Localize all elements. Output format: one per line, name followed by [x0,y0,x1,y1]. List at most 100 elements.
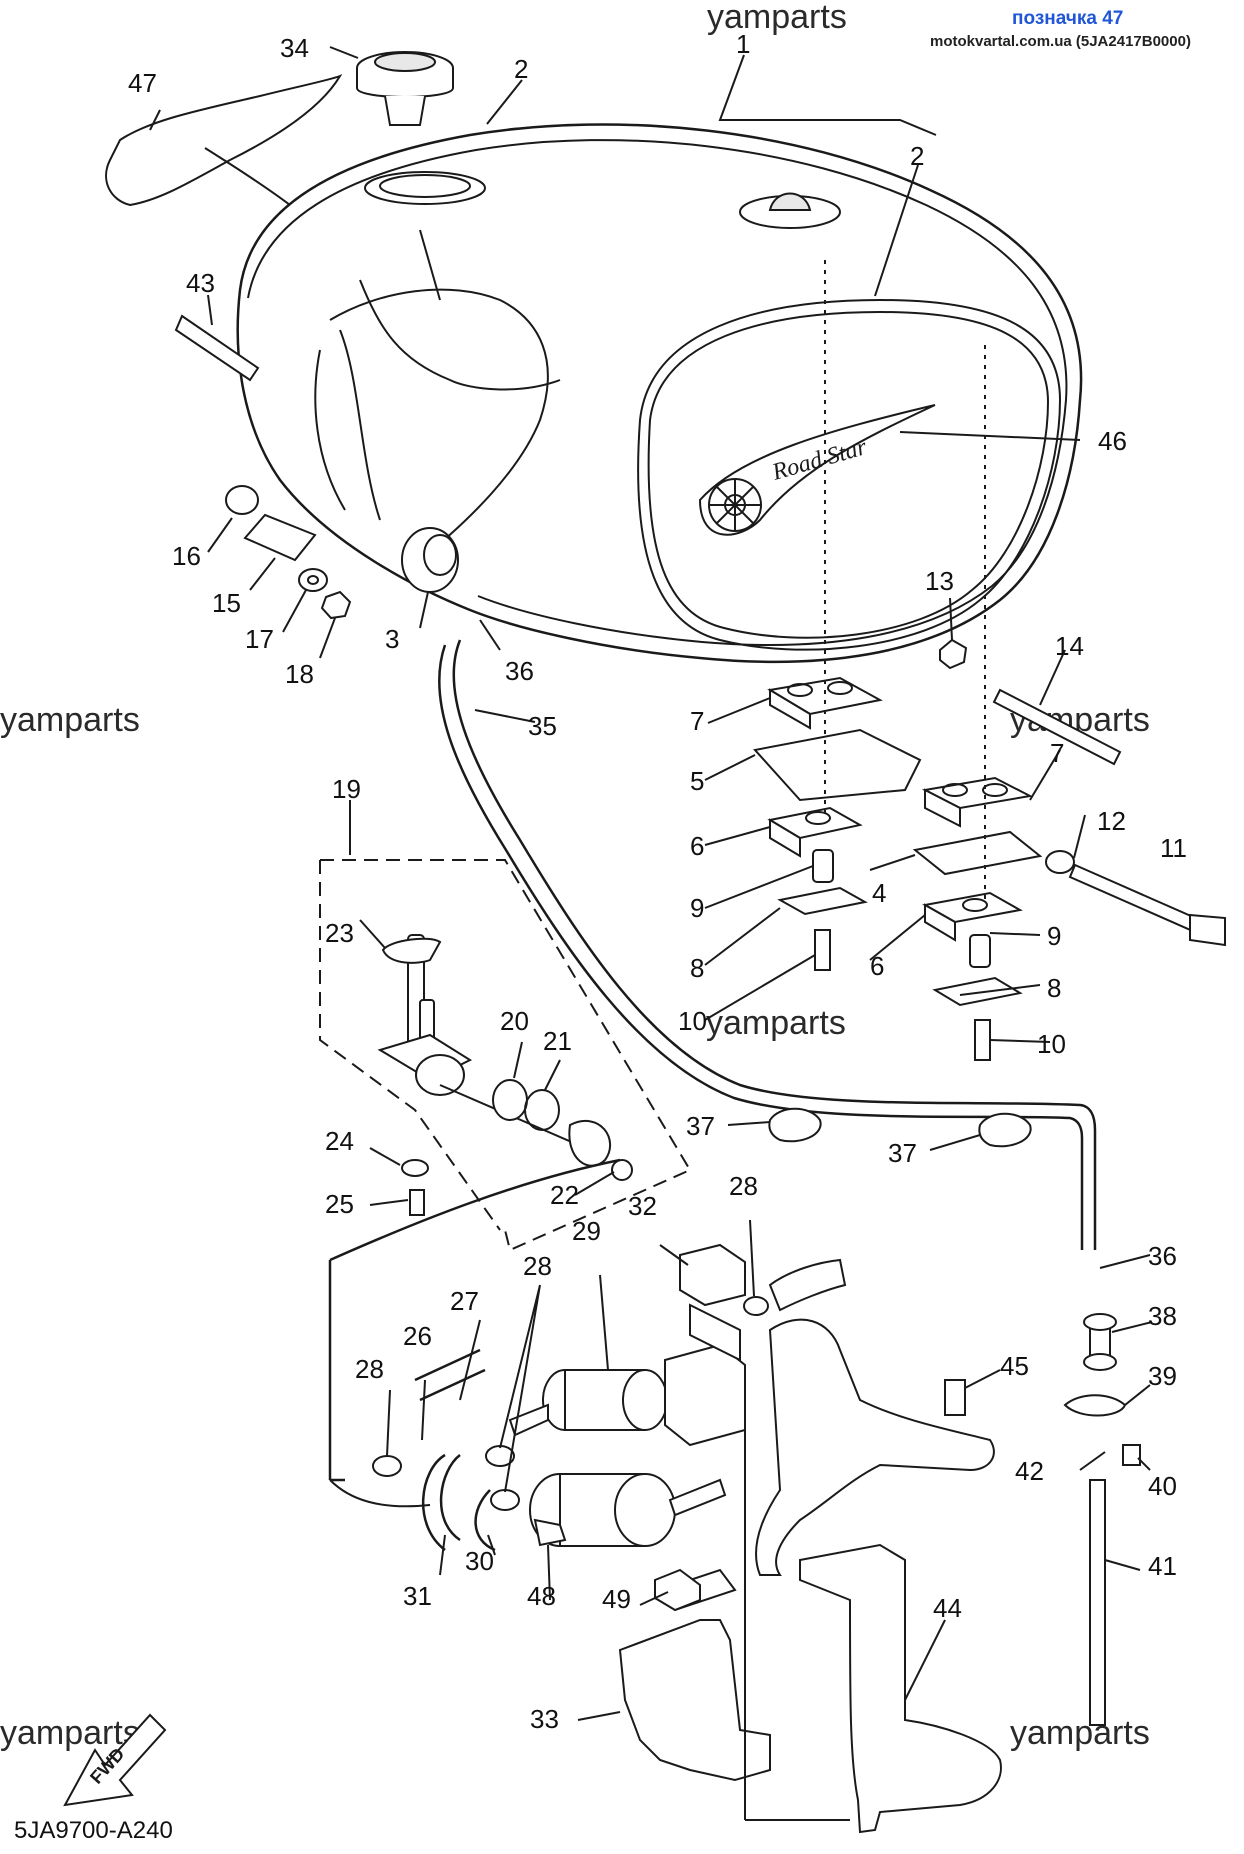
callout-8a: 8 [690,953,704,983]
washer-24 [401,1159,429,1177]
callout-1: 1 [736,29,750,59]
callout-44: 44 [933,1593,962,1623]
fuel-cap-icon [356,51,454,126]
clamp-39 [1063,1394,1127,1417]
callout-15: 15 [212,588,241,618]
callout-17: 17 [245,624,274,654]
callout-24: 24 [325,1126,354,1156]
callout-6a: 6 [690,831,704,861]
mount-stack-right [912,776,1043,1061]
cap-3 [401,527,459,593]
callout-31: 31 [403,1581,432,1611]
bolt-11 [1068,863,1202,934]
callout-29: 29 [572,1216,601,1246]
washer-12 [1045,850,1075,874]
callout-41: 41 [1148,1551,1177,1581]
bolt-45 [944,1379,966,1416]
clamp-37-left [768,1107,822,1143]
watermark: yamparts [1010,1714,1150,1752]
clamp-37-right [978,1112,1032,1148]
callout-2: 2 [514,54,528,84]
washer-17 [298,568,328,592]
callout-30: 30 [465,1546,494,1576]
cover-33 [618,1619,771,1782]
callout-28b: 28 [523,1251,552,1281]
callout-36a: 36 [505,656,534,686]
callout-6b: 6 [870,951,884,981]
callout-34: 34 [280,33,309,63]
screw-40 [1122,1444,1141,1466]
bracket-15 [243,513,317,562]
callout-48: 48 [527,1581,556,1611]
clamp-28-a [372,1455,402,1477]
callout-20: 20 [500,1006,529,1036]
watermark: yamparts [707,0,847,36]
protector-sheet [105,73,343,207]
callout-10a: 10 [678,1006,707,1036]
callout-42: 42 [1015,1456,1044,1486]
callout-22: 22 [550,1180,579,1210]
callout-25: 25 [325,1189,354,1219]
callout-4: 4 [872,878,886,908]
diagram-code: 5JA9700-A240 [14,1817,173,1844]
callout-43: 43 [186,268,215,298]
callout-7b: 7 [1050,738,1064,768]
mount-stack-left [753,676,922,971]
callout-47: 47 [128,68,157,98]
hose-43 [174,314,260,382]
watermark: yamparts [706,1004,846,1042]
pump-bracket [755,1318,995,1576]
callout-35: 35 [528,711,557,741]
callout-7a: 7 [690,706,704,736]
holder-32 [679,1243,746,1307]
callout-38: 38 [1148,1301,1177,1331]
callout-5: 5 [690,766,704,796]
fuel-tank: Road Star [236,123,1083,664]
fuel-filter-icon [508,1369,668,1437]
stay-44 [799,1543,1002,1834]
callout-9a: 9 [690,893,704,923]
clamp-28-d [743,1296,769,1316]
callout-37a: 37 [686,1111,715,1141]
callout-46: 46 [1098,426,1127,456]
callout-11: 11 [1160,833,1187,863]
breather-hose-35 [452,639,1097,1250]
callout-10b: 10 [1037,1029,1066,1059]
callout-12: 12 [1097,806,1126,836]
callout-32: 32 [628,1191,657,1221]
callout-33: 33 [530,1704,559,1734]
fuel-cock-icon [377,934,633,1181]
callout-2b: 2 [910,141,924,171]
fwd-arrow-icon: FWD [63,1713,167,1807]
damper-16 [225,485,259,515]
rod-14 [992,688,1122,766]
nut-18 [320,590,352,620]
watermark: yamparts [0,1714,140,1752]
callout-21: 21 [543,1026,572,1056]
badge-link[interactable]: позначка 47 [1012,8,1123,29]
callout-3: 3 [385,624,399,654]
callout-49: 49 [602,1584,631,1614]
callout-40: 40 [1148,1471,1177,1501]
callout-37b: 37 [888,1138,917,1168]
callout-19: 19 [332,774,361,804]
hose-41 [1089,1479,1106,1726]
callout-23: 23 [325,918,354,948]
callout-26: 26 [403,1321,432,1351]
callout-9b: 9 [1047,921,1061,951]
callout-16: 16 [172,541,201,571]
leader-lines [149,46,1153,1721]
watermark: yamparts [0,701,140,739]
nut-13 [939,638,968,670]
callout-39: 39 [1148,1361,1177,1391]
callout-45: 45 [1000,1351,1029,1381]
fuel-pump-icon [529,1473,727,1547]
callout-27: 27 [450,1286,479,1316]
callout-18: 18 [285,659,314,689]
callout-36b: 36 [1148,1241,1177,1271]
callout-8b: 8 [1047,973,1061,1003]
callout-28a: 28 [729,1171,758,1201]
callout-labels: 34 47 2 1 2 43 46 16 15 17 18 3 36 13 14… [128,29,1187,1734]
callout-13: 13 [925,566,954,596]
